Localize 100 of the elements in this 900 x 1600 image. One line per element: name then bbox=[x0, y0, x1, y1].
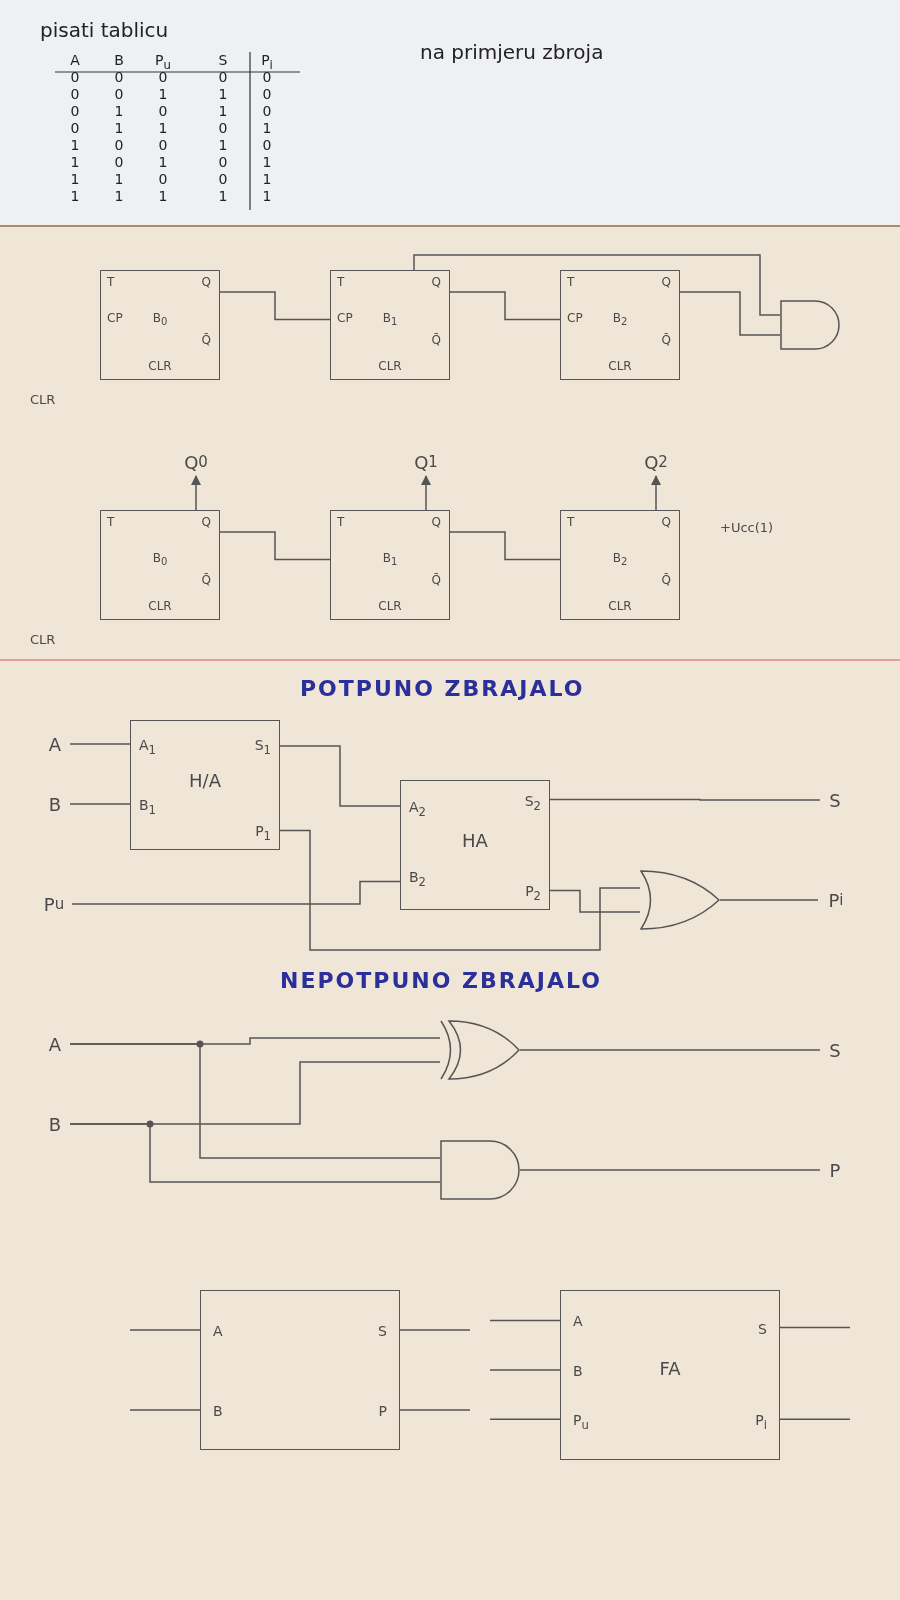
wire bbox=[449, 531, 561, 561]
arrow bbox=[190, 474, 202, 511]
wire bbox=[679, 291, 781, 336]
signal-label: P bbox=[820, 1156, 850, 1184]
wire bbox=[489, 1418, 561, 1420]
heading-note: na primjeru zbroja bbox=[420, 40, 604, 64]
wire bbox=[519, 1169, 821, 1171]
or-gate-symbol bbox=[640, 870, 720, 930]
wire bbox=[489, 1369, 561, 1371]
pin-label: P bbox=[378, 1403, 387, 1419]
table-cell-text: 0 bbox=[217, 69, 229, 85]
wire bbox=[549, 798, 821, 801]
pin-label: S$_{2}$ bbox=[524, 793, 541, 814]
wire bbox=[399, 1329, 471, 1331]
pin-label: T bbox=[337, 515, 345, 529]
wire bbox=[779, 1326, 851, 1329]
pin-label: T bbox=[107, 275, 115, 289]
pin-label: B$_{2}$ bbox=[409, 869, 427, 890]
pin-label: T bbox=[337, 275, 345, 289]
wire bbox=[549, 889, 641, 913]
pin-label: B$_{1}$ bbox=[382, 311, 398, 330]
table-cell-text: 0 bbox=[157, 69, 169, 85]
pin-label: Q bbox=[431, 515, 441, 529]
table-cell-text: 0 bbox=[157, 137, 169, 153]
signal-label: +Ucc(1) bbox=[720, 520, 774, 535]
section-heading: POTPUNO ZBRAJALO bbox=[300, 676, 585, 701]
table-cell-text: A bbox=[69, 52, 81, 68]
pin-label: CLR bbox=[148, 599, 172, 613]
block-label: FA bbox=[659, 1361, 681, 1377]
table-cell-text: 0 bbox=[261, 137, 273, 153]
table-cell-text: 1 bbox=[113, 120, 125, 136]
half-adder-block bbox=[400, 780, 550, 910]
table-cell-text: 1 bbox=[261, 188, 273, 204]
pin-label: Q̄ bbox=[661, 333, 671, 347]
wire bbox=[779, 1418, 851, 1420]
wire bbox=[129, 1329, 201, 1331]
table-cell-text: 1 bbox=[261, 120, 273, 136]
flip-flop-block bbox=[100, 270, 220, 380]
table-cell-text: 1 bbox=[69, 137, 81, 153]
pin-label: Q bbox=[661, 275, 671, 289]
pin-label: P$_{2}$ bbox=[525, 883, 541, 904]
pin-label: T bbox=[107, 515, 115, 529]
pin-label: S$_{1}$ bbox=[254, 737, 271, 758]
pin-label: CLR bbox=[608, 359, 632, 373]
wire bbox=[519, 1049, 821, 1051]
pin-label: CLR bbox=[148, 359, 172, 373]
table-cell-text: 1 bbox=[69, 154, 81, 170]
pin-label: Q̄ bbox=[431, 333, 441, 347]
signal-label: CLR bbox=[30, 632, 56, 647]
pin-label: CP bbox=[107, 311, 123, 325]
pin-label: Q bbox=[201, 515, 211, 529]
flip-flop-block bbox=[560, 510, 680, 620]
pin-label: P$_{i}$ bbox=[755, 1412, 767, 1433]
table-cell-text: 0 bbox=[69, 69, 81, 85]
table-cell-text: 0 bbox=[113, 86, 125, 102]
wire bbox=[219, 291, 331, 321]
half-adder-block bbox=[130, 720, 280, 850]
pin-label: Q bbox=[431, 275, 441, 289]
pin-label: A$_{1}$ bbox=[139, 737, 156, 758]
table-cell-text: 0 bbox=[261, 69, 273, 85]
table-cell-text: S bbox=[217, 52, 229, 68]
table-cell-text: 0 bbox=[261, 86, 273, 102]
pin-label: CP bbox=[337, 311, 353, 325]
pin-label: Q̄ bbox=[661, 573, 671, 587]
pin-label: CLR bbox=[378, 599, 402, 613]
pin-label: P$_{1}$ bbox=[255, 823, 271, 844]
table-cell-text: 0 bbox=[157, 103, 169, 119]
wire bbox=[279, 829, 641, 951]
table-cell-text: 0 bbox=[261, 103, 273, 119]
wire bbox=[413, 254, 781, 316]
pin-label: Q bbox=[661, 515, 671, 529]
pin-label: B$_{0}$ bbox=[152, 311, 168, 330]
table-cell-text: 1 bbox=[157, 120, 169, 136]
table-cell-text: 0 bbox=[113, 154, 125, 170]
table-cell-text: 1 bbox=[261, 171, 273, 187]
table-cell-text: 0 bbox=[69, 86, 81, 102]
block-label: H/A bbox=[189, 773, 221, 789]
flip-flop-block bbox=[330, 270, 450, 380]
pin-label: Q bbox=[201, 275, 211, 289]
pin-label: B bbox=[213, 1403, 223, 1419]
table-cell-text: 1 bbox=[69, 188, 81, 204]
signal-label: S bbox=[820, 1036, 850, 1064]
table-cell-text: 0 bbox=[217, 171, 229, 187]
signal-label: A bbox=[40, 730, 70, 758]
table-cell-text: B bbox=[113, 52, 125, 68]
table-cell-text: 1 bbox=[113, 171, 125, 187]
section-heading: NEPOTPUNO ZBRAJALO bbox=[280, 968, 602, 993]
pin-label: S bbox=[378, 1323, 387, 1339]
pin-label: B$_{2}$ bbox=[612, 551, 628, 570]
table-cell-text: 1 bbox=[217, 86, 229, 102]
signal-label: A bbox=[40, 1030, 70, 1058]
pin-label: CP bbox=[567, 311, 583, 325]
pin-label: Q̄ bbox=[431, 573, 441, 587]
table-cell-text: 1 bbox=[113, 103, 125, 119]
wire bbox=[279, 745, 401, 807]
table-cell-text: 0 bbox=[157, 171, 169, 187]
table-cell-text: P$_{i}$ bbox=[260, 52, 274, 72]
and-gate-symbol bbox=[440, 1140, 520, 1200]
half-adder-block bbox=[200, 1290, 400, 1450]
table-cell-text: 1 bbox=[157, 154, 169, 170]
